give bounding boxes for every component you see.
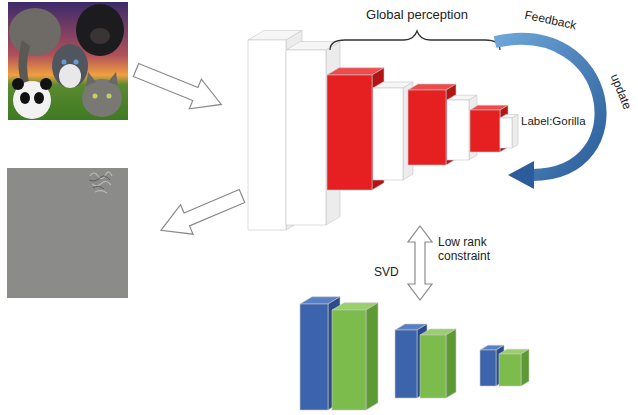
cnn-layers	[248, 30, 518, 230]
arrow-label: Feedback	[523, 9, 577, 33]
output-arrow	[155, 181, 249, 245]
block-face	[512, 114, 518, 148]
block-face	[521, 349, 529, 386]
brace	[330, 31, 500, 50]
block-face	[300, 304, 328, 410]
block-face	[286, 50, 326, 225]
block-face	[408, 90, 446, 165]
input-image	[8, 2, 128, 120]
block-face	[366, 303, 378, 410]
block-face	[373, 88, 403, 180]
block-face	[470, 110, 500, 152]
block-face	[499, 354, 521, 386]
arrow-label: update	[607, 72, 634, 111]
section-title: Global perception	[366, 8, 468, 23]
block-face	[248, 40, 286, 230]
block-face	[447, 100, 469, 160]
feedback-arrowhead	[508, 161, 534, 189]
output-label: Label:Gorilla	[521, 115, 586, 128]
saliency-map	[7, 168, 128, 298]
method-label: SVD	[374, 266, 399, 280]
constraint-label: Low rank constraint	[438, 236, 508, 264]
double-arrow	[408, 226, 432, 300]
block-face	[332, 310, 366, 410]
block-face	[480, 350, 496, 386]
feedback-arrow	[495, 39, 601, 175]
block-face	[395, 330, 417, 398]
block-face	[327, 75, 372, 190]
block-face	[500, 118, 512, 148]
low-rank-layers	[300, 297, 529, 410]
block-face	[420, 335, 446, 398]
block-face	[446, 329, 456, 398]
input-arrow	[130, 55, 227, 119]
